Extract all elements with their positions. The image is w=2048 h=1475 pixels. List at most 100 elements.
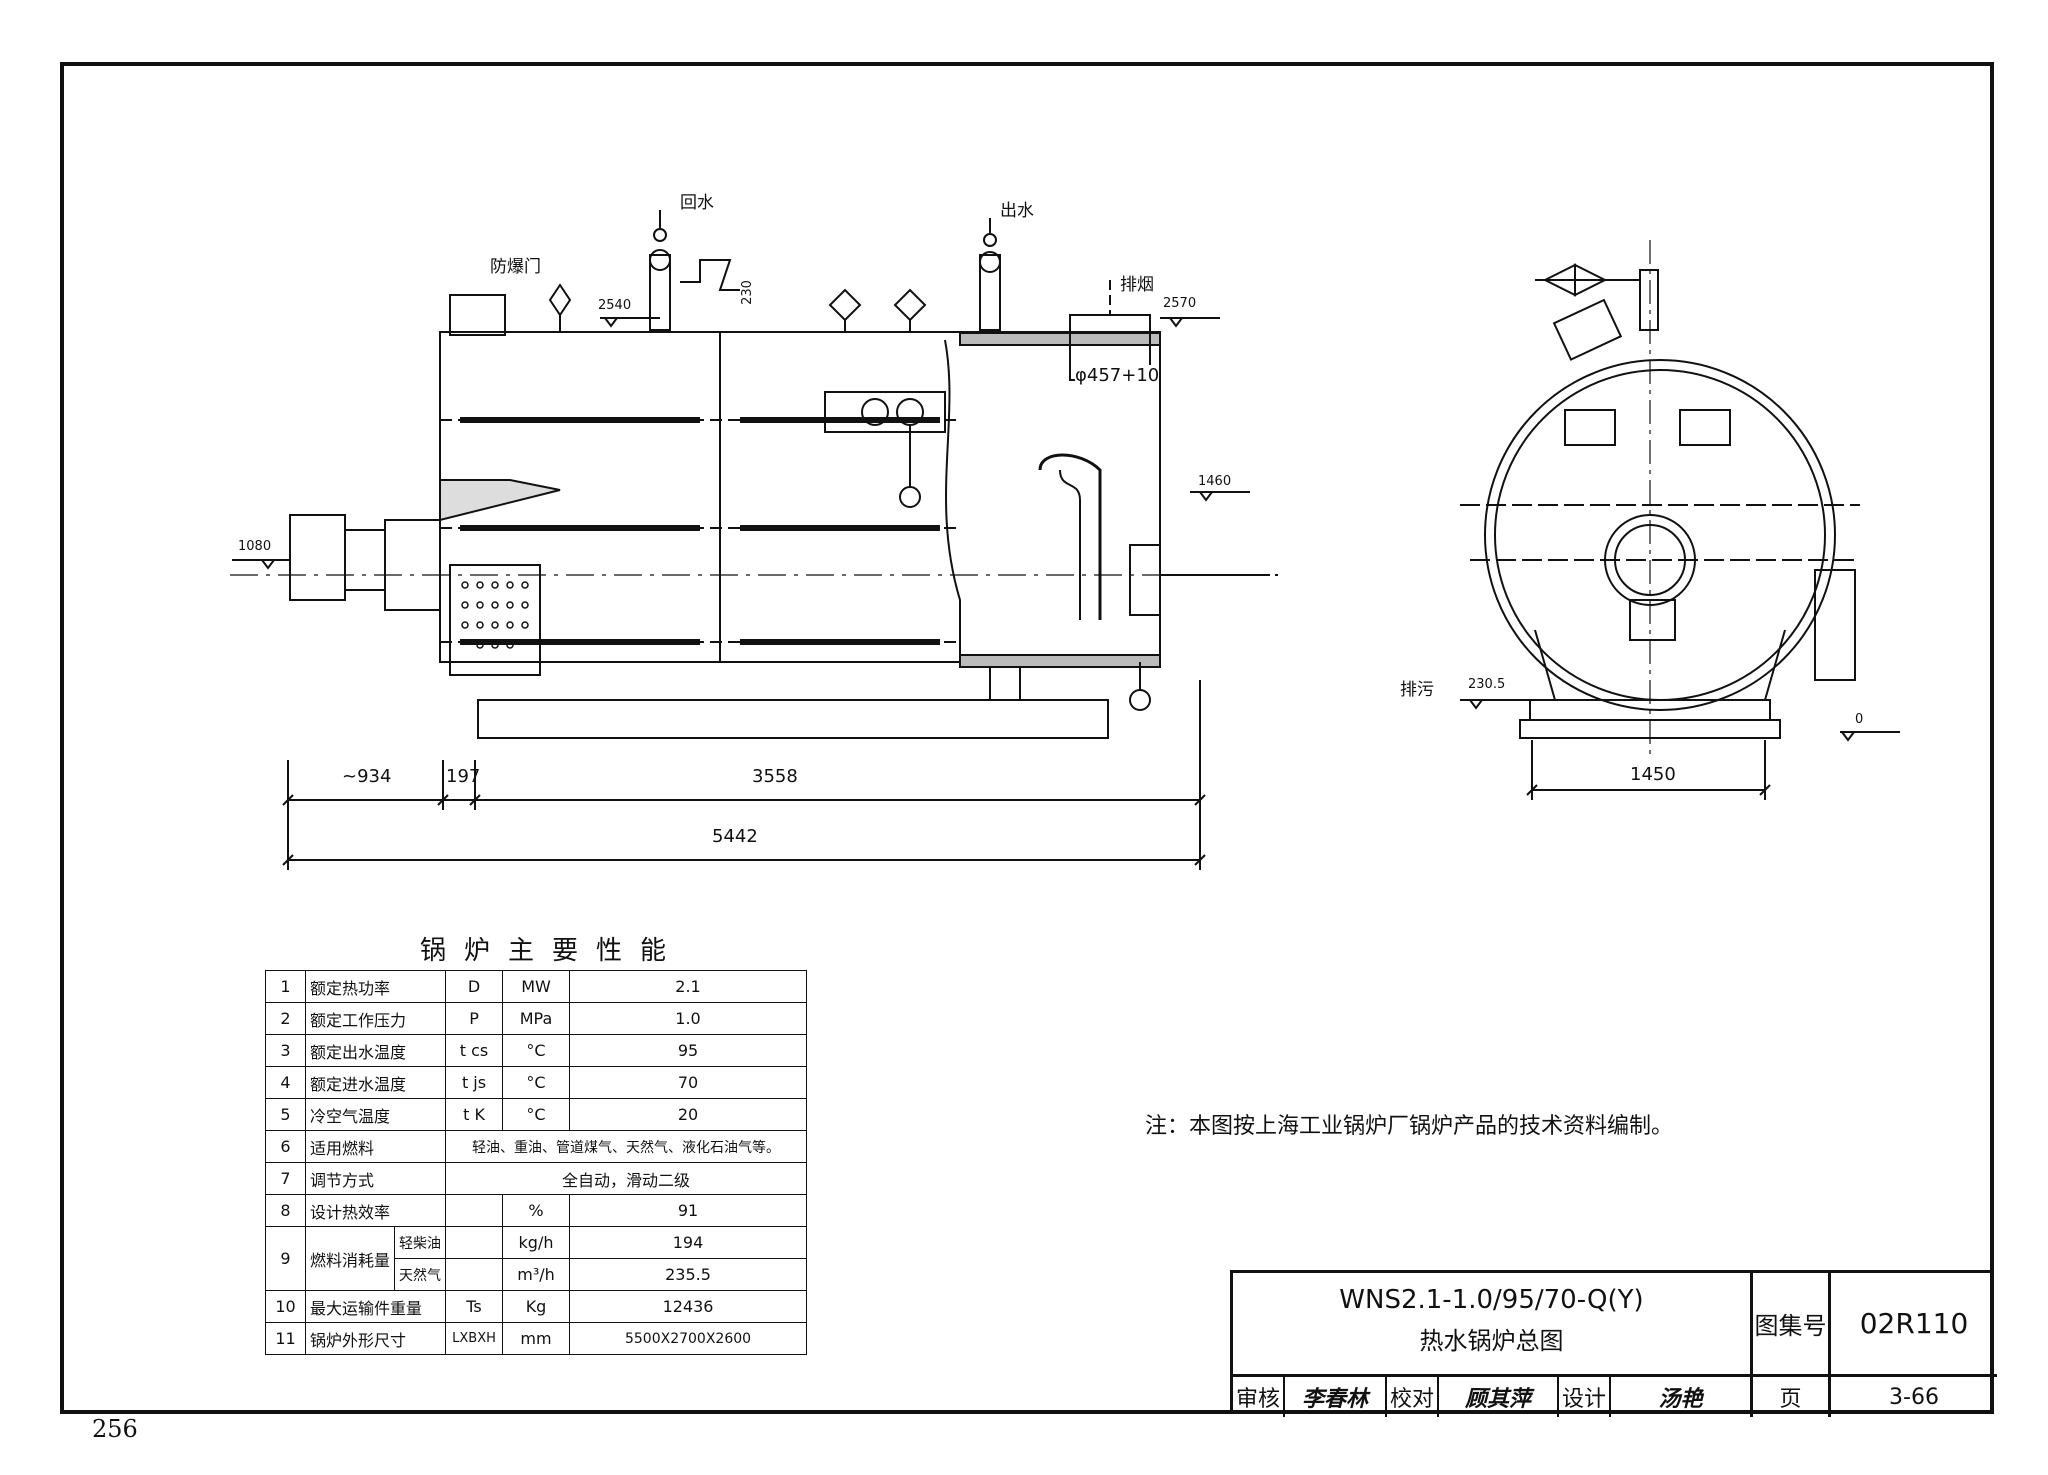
row-subname: 天然气 — [394, 1258, 447, 1291]
table-row: 10 最大运输件重量 Ts Kg 12436 — [265, 1290, 808, 1323]
row-value: 5500X2700X2600 — [569, 1322, 808, 1355]
row-unit: °C — [502, 1034, 571, 1067]
row-symbol: Ts — [445, 1290, 504, 1323]
drawing-name: 热水锅炉总图 — [1419, 1327, 1564, 1355]
row-name: 调节方式 — [304, 1162, 447, 1195]
front-shell — [1484, 359, 1836, 711]
table-row: 8 设计热效率 % 91 — [265, 1194, 808, 1227]
row-no: 9 — [265, 1226, 306, 1291]
row-symbol: D — [445, 970, 504, 1003]
label-return-water: 回水 — [680, 193, 714, 213]
row-no: 6 — [265, 1130, 306, 1163]
burner-fan — [289, 514, 346, 601]
dim-934: ~934 — [342, 766, 392, 787]
table-row: 11 锅炉外形尺寸 LXBXH mm 5500X2700X2600 — [265, 1322, 808, 1355]
row-name: 额定进水温度 — [304, 1066, 447, 1099]
label-blowdown: 排污 — [1400, 680, 1434, 700]
page-value: 3-66 — [1889, 1384, 1939, 1410]
front-explosion-door — [1552, 298, 1623, 361]
row-value: 91 — [569, 1194, 808, 1227]
row-value: 235.5 — [569, 1258, 808, 1291]
row-symbol: LXBXH — [445, 1322, 504, 1355]
model-number: WNS2.1-1.0/95/70-Q(Y) — [1339, 1285, 1644, 1315]
control-box — [449, 564, 541, 676]
row-name: 设计热效率 — [304, 1194, 447, 1227]
design-signature: 汤艳 — [1611, 1377, 1753, 1417]
row-value: 轻油、重油、管道煤气、天然气、液化石油气等。 — [445, 1130, 808, 1163]
dim-230: 230 — [739, 280, 755, 305]
row-name: 额定工作压力 — [304, 1002, 447, 1035]
row-no: 7 — [265, 1162, 306, 1195]
boiler-side-view — [230, 210, 1278, 870]
row-no: 3 — [265, 1034, 306, 1067]
row-no: 2 — [265, 1002, 306, 1035]
dim-3558: 3558 — [752, 766, 798, 787]
row-unit: kg/h — [502, 1226, 571, 1259]
dim-5442: 5442 — [712, 826, 758, 847]
table-row: 5 冷空气温度 t K °C 20 — [265, 1098, 808, 1131]
dim-230-5: 230.5 — [1468, 677, 1506, 692]
label-exhaust: 排烟 — [1120, 275, 1154, 295]
manhole-rear — [1129, 544, 1161, 616]
set-number: 02R110 — [1831, 1273, 1997, 1377]
dim-2570: 2570 — [1163, 296, 1197, 311]
row-symbol — [445, 1226, 504, 1259]
table-row: 7 调节方式 全自动，滑动二级 — [265, 1162, 808, 1195]
drawing-note: 注：本图按上海工业锅炉厂锅炉产品的技术资料编制。 — [1145, 1114, 1674, 1139]
check-label: 校对 — [1387, 1377, 1439, 1417]
label-explosion-door: 防爆门 — [490, 257, 541, 277]
row-no: 5 — [265, 1098, 306, 1131]
safety-valve-2 — [893, 288, 927, 322]
dim-1460: 1460 — [1198, 474, 1232, 489]
safety-valve-1 — [828, 288, 862, 322]
boiler-shell — [439, 331, 1161, 663]
row-name: 燃料消耗量 — [304, 1226, 396, 1291]
title-model-cell: WNS2.1-1.0/95/70-Q(Y) 热水锅炉总图 — [1233, 1273, 1753, 1377]
row-symbol: P — [445, 1002, 504, 1035]
row-symbol: t cs — [445, 1034, 504, 1067]
title-block: WNS2.1-1.0/95/70-Q(Y) 热水锅炉总图 图集号 02R110 … — [1230, 1270, 1997, 1417]
row-unit: m³/h — [502, 1258, 571, 1291]
row-name: 额定出水温度 — [304, 1034, 447, 1067]
dim-197: 197 — [446, 766, 481, 787]
boiler-base — [477, 699, 1109, 739]
front-control-box — [1814, 569, 1856, 681]
return-nozzle — [649, 254, 671, 331]
dim-flue-diameter: φ457+10 — [1075, 365, 1160, 386]
table-row: 9 燃料消耗量 轻柴油 kg/h 194 — [265, 1226, 808, 1291]
outlet-nozzle — [979, 254, 1001, 331]
row-value: 70 — [569, 1066, 808, 1099]
row-unit: mm — [502, 1322, 571, 1355]
row-no: 4 — [265, 1066, 306, 1099]
dim-1080: 1080 — [238, 539, 272, 554]
row-name: 额定热功率 — [304, 970, 447, 1003]
review-signature: 李春林 — [1285, 1377, 1387, 1417]
row-name: 最大运输件重量 — [304, 1290, 447, 1323]
table-row: 3 额定出水温度 t cs °C 95 — [265, 1034, 808, 1067]
row-subname: 轻柴油 — [394, 1226, 447, 1259]
front-hatch-right — [1679, 409, 1731, 446]
row-value: 全自动，滑动二级 — [445, 1162, 808, 1195]
burner-head — [439, 479, 561, 522]
row-value: 1.0 — [569, 1002, 808, 1035]
performance-table: 1 额定热功率 D MW 2.1 2 额定工作压力 P MPa 1.0 3 额定… — [265, 970, 808, 1355]
check-signature: 顾其萍 — [1439, 1377, 1559, 1417]
row-symbol — [445, 1258, 504, 1291]
page-label: 页 — [1753, 1377, 1831, 1417]
row-unit: Kg — [502, 1290, 571, 1323]
page-number: 256 — [92, 1415, 138, 1443]
row-value: 194 — [569, 1226, 808, 1259]
review-label: 审核 — [1233, 1377, 1285, 1417]
row-unit: MW — [502, 970, 571, 1003]
dim-1450: 1450 — [1630, 764, 1676, 785]
row-no: 10 — [265, 1290, 306, 1323]
set-label: 图集号 — [1753, 1273, 1831, 1377]
row-no: 1 — [265, 970, 306, 1003]
row-value: 95 — [569, 1034, 808, 1067]
table-row: 2 额定工作压力 P MPa 1.0 — [265, 1002, 808, 1035]
dim-2540: 2540 — [598, 298, 632, 313]
row-name: 锅炉外形尺寸 — [304, 1322, 447, 1355]
row-name: 冷空气温度 — [304, 1098, 447, 1131]
row-unit: MPa — [502, 1002, 571, 1035]
